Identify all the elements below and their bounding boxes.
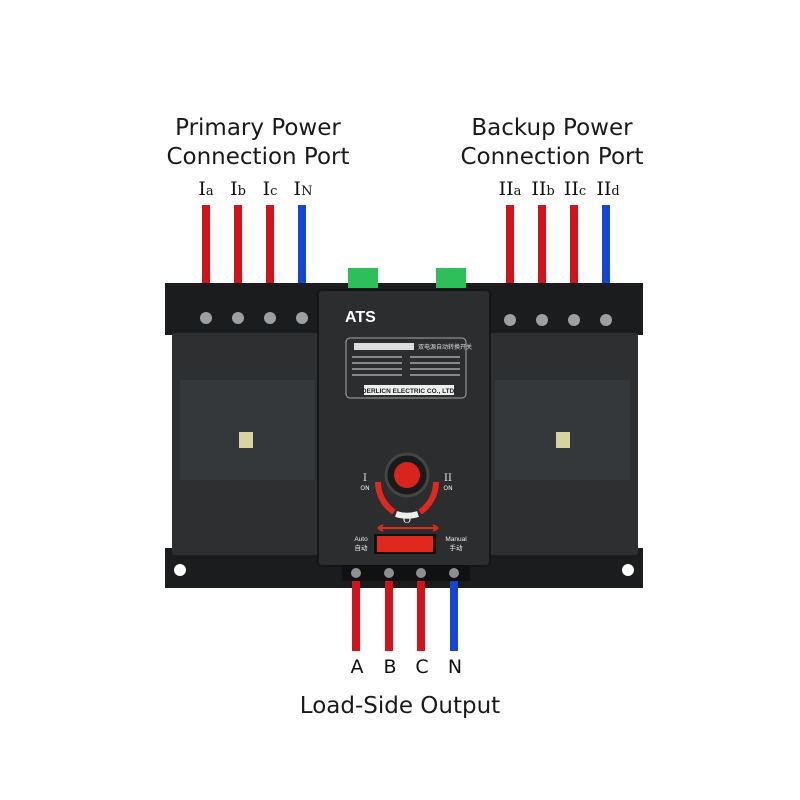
load-output-title: Load-Side Output: [299, 693, 501, 719]
mode-switch[interactable]: [377, 536, 433, 552]
output-label-A: A: [350, 656, 364, 678]
pos-1-label: I: [363, 473, 367, 484]
port-label-IIa: IIa: [498, 178, 522, 200]
pos-2-label: II: [444, 473, 452, 484]
wire-IIa: [506, 205, 514, 305]
port-label-Ib: Ib: [230, 178, 246, 200]
output-label-B: B: [383, 656, 397, 678]
green-connector: [348, 268, 378, 288]
backup-wires: [506, 205, 610, 305]
wire-Ib: [234, 205, 242, 305]
primary-wires: [202, 205, 306, 305]
nameplate: [345, 337, 467, 399]
port-label-IIb: IIb: [531, 178, 555, 200]
port-label-IIc: IIc: [563, 178, 587, 200]
mode-auto-label: Auto: [354, 536, 368, 543]
backup-indicator-window: [556, 432, 570, 448]
pos-0-label: O: [403, 515, 411, 526]
port-label-Ia: Ia: [198, 178, 214, 200]
wire-IId: [602, 205, 610, 305]
wire-IIc: [570, 205, 578, 305]
port-label-IN: IN: [293, 178, 313, 200]
output-wires: [352, 575, 458, 651]
arrow-icon: [377, 524, 439, 532]
wire-IIb: [538, 205, 546, 305]
bottom-terminal-strip: [342, 565, 470, 581]
output-label-C: C: [415, 656, 429, 678]
mode-manual-label: Manual: [445, 536, 467, 543]
nameplate-title: 双电源自动转换开关: [418, 343, 472, 351]
output-label-N: N: [447, 656, 463, 678]
green-connector: [436, 268, 466, 288]
port-label-Ic: Ic: [262, 178, 278, 200]
wire-Ic: [266, 205, 274, 305]
mode-manual-cn-label: 手动: [450, 543, 464, 552]
wire-IN: [298, 205, 306, 305]
wire-Ia: [202, 205, 210, 305]
mode-auto-cn-label: 自动: [355, 543, 369, 552]
manufacturer-label: DERLICN ELECTRIC CO., LTD.: [362, 388, 456, 395]
pos-2-state: ON: [443, 485, 452, 492]
brand-label: ATS: [345, 309, 376, 326]
pos-1-state: ON: [360, 485, 369, 492]
port-label-IId: IId: [596, 178, 620, 200]
primary-indicator-window: [239, 432, 253, 448]
